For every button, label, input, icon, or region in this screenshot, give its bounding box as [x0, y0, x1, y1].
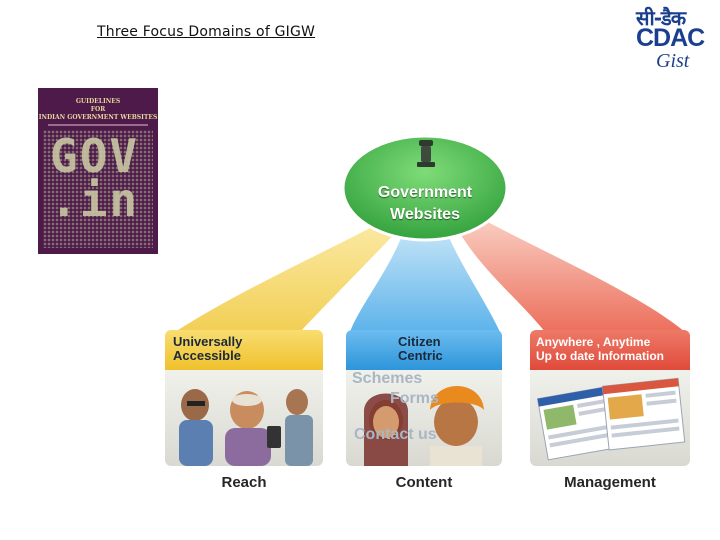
ghost-text-schemes: Schemes	[352, 370, 423, 387]
logo-sub-text: Gist	[656, 50, 690, 72]
slide-title: Three Focus Domains of GIGW	[97, 24, 316, 40]
card-image-area	[346, 370, 502, 466]
card-header-line2: Accessible	[173, 348, 241, 363]
book-cover-line2: .in	[50, 173, 140, 227]
book-title-line3: INDIAN GOVERNMENT WEBSITES	[38, 114, 158, 121]
hub-oval	[341, 134, 509, 242]
card-header-text: Anywhere , Anytime Up to date Informatio…	[536, 335, 664, 363]
stream-yellow	[175, 220, 400, 332]
card-header	[165, 330, 323, 370]
card-header-line1: Anywhere , Anytime	[536, 335, 651, 349]
domain-card-reach: Universally Accessible	[165, 330, 323, 466]
domain-label-reach: Reach	[221, 474, 267, 491]
card-image-area	[530, 370, 690, 466]
card-header-line2: Centric	[398, 348, 443, 363]
emblem-icon	[417, 140, 435, 167]
stream-red	[455, 218, 685, 332]
card-header-line2: Up to date Information	[536, 349, 664, 363]
ghost-text-forms: Forms	[390, 390, 439, 407]
hub-label-line1: Government	[377, 184, 473, 201]
card-header	[346, 330, 502, 370]
book-title-line1: GUIDELINES	[75, 98, 121, 105]
logo-hindi-text: सी-डैक	[636, 6, 686, 30]
book-divider	[48, 124, 148, 126]
domain-card-management: Anywhere , Anytime Up to date Informatio…	[530, 330, 690, 466]
domain-label-content: Content	[395, 474, 453, 491]
people-illustration	[179, 389, 313, 466]
logo-brand-text: CDAC	[636, 24, 705, 52]
guidelines-book-cover: GUIDELINES FOR INDIAN GOVERNMENT WEBSITE…	[38, 88, 158, 254]
card-header-text: Citizen Centric	[398, 335, 443, 363]
card-image-area	[165, 370, 323, 466]
domain-label-management: Management	[564, 474, 656, 491]
card-header	[530, 330, 690, 370]
citizens-illustration	[364, 386, 484, 466]
card-header-line1: Citizen	[398, 334, 441, 349]
cdac-logo: सी-डैक CDAC Gist	[630, 4, 716, 76]
stream-blue	[350, 228, 500, 332]
hub-label-line2: Websites	[390, 206, 460, 223]
book-title: GUIDELINES FOR INDIAN GOVERNMENT WEBSITE…	[38, 98, 158, 122]
book-title-line2: FOR	[90, 106, 106, 113]
book-cover-line1: GOV	[50, 129, 140, 183]
book-cover-text: GOV .in	[50, 129, 140, 227]
card-header-text: Universally Accessible	[173, 335, 242, 363]
book-dot-pattern	[43, 130, 153, 248]
websites-screenshots-illustration	[536, 377, 686, 461]
card-header-line1: Universally	[173, 334, 243, 349]
hub-label: Government Websites	[355, 182, 495, 226]
domain-card-content: Citizen Centric	[346, 330, 502, 466]
ghost-text-contact: Contact us	[354, 426, 437, 443]
